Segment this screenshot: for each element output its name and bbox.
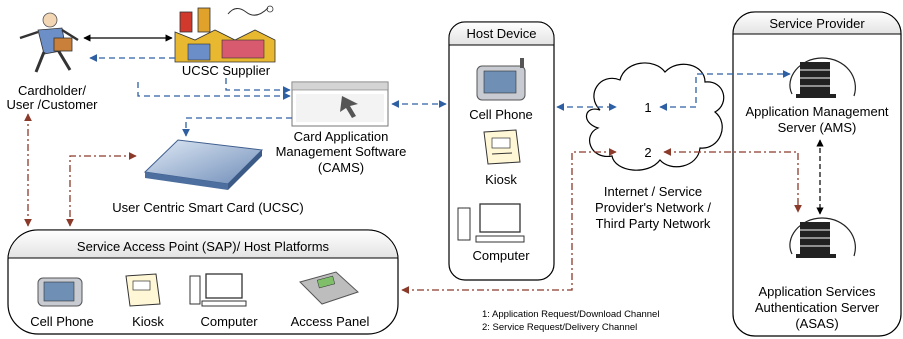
ams-label-1: Application Management [745,104,888,119]
cardholder-icon [19,12,79,73]
asas-server-icon [789,217,856,258]
ams-label-2: Server (AMS) [778,120,857,135]
service-provider-title: Service Provider [769,16,865,31]
asas-label-2: Authentication Server [755,300,880,315]
sap-item-access-panel: Access Panel [291,314,370,329]
connector-cams-ucsc [182,117,292,137]
factory-icon [174,5,276,63]
ucsc-label: User Centric Smart Card (UCSC) [112,200,303,215]
channel-2-label: 2 [644,145,651,160]
cams-label-3: (CAMS) [318,160,364,175]
network-cloud [586,62,725,171]
cams-window-icon [291,81,389,127]
sap-kiosk-icon [125,273,161,307]
cardholder-label-1: Cardholder/ [18,83,86,98]
legend-item-1: 1: Application Request/Download Channel [482,309,659,320]
network-label-3: Third Party Network [596,216,711,231]
connector-ucsc-sap [66,152,137,227]
asas-label-3: (ASAS) [795,316,838,331]
supplier-label: UCSC Supplier [182,63,271,78]
network-label-2: Provider's Network / [595,200,711,215]
access-panel-icon [299,271,359,305]
connector-cardholder-cams [137,82,291,100]
connector-channel-1-ams [659,70,791,111]
host-cell-phone-icon [476,58,526,101]
cardholder-label-2: User /Customer [6,97,98,112]
sap-item-cell-phone: Cell Phone [30,314,94,329]
sap-item-kiosk: Kiosk [132,314,164,329]
sap-cell-phone-icon [37,277,83,307]
connector-supplier-cams [225,78,291,94]
ams-server-icon [789,57,856,98]
legend-item-2: 2: Service Request/Delivery Channel [482,322,637,333]
host-device-title: Host Device [466,26,536,41]
host-item-kiosk: Kiosk [485,172,517,187]
host-kiosk-icon [483,129,521,165]
cams-label-2: Management Software [276,144,407,159]
channel-1-label: 1 [644,100,651,115]
cams-label-1: Card Application [294,129,389,144]
host-computer-icon [457,203,525,243]
sap-computer-icon [189,273,247,307]
sap-item-computer: Computer [200,314,258,329]
host-item-cell-phone: Cell Phone [469,107,533,122]
connector-sap-channel-2 [401,148,617,294]
asas-label-1: Application Services [758,284,876,299]
smart-card-chip-icon [143,139,264,190]
sap-title: Service Access Point (SAP)/ Host Platfor… [77,239,330,254]
network-label-1: Internet / Service [604,184,702,199]
host-item-computer: Computer [472,248,530,263]
sap-box: Service Access Point (SAP)/ Host Platfor… [7,229,399,335]
